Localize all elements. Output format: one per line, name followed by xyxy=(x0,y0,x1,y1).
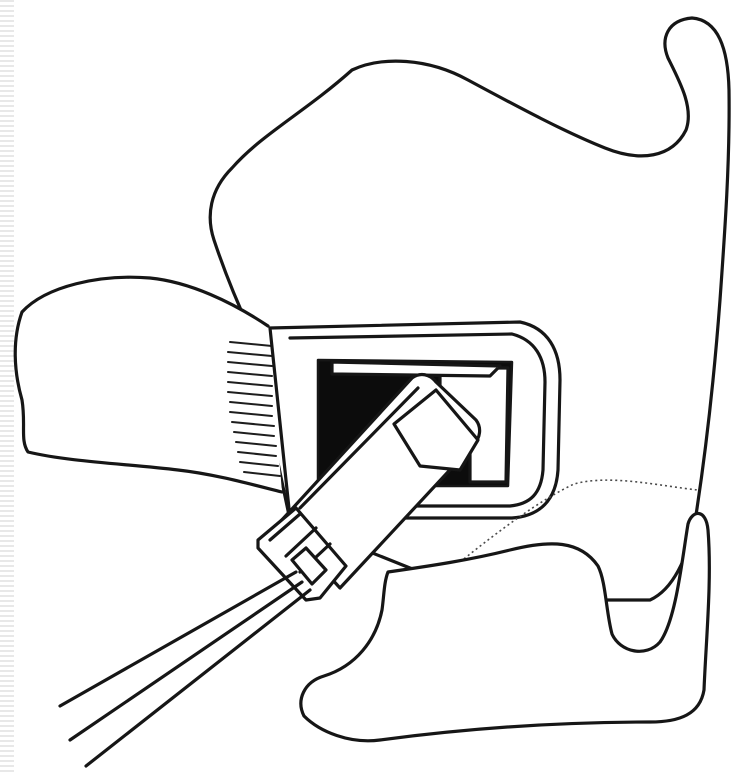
sensor-top-strip xyxy=(332,362,500,376)
cables xyxy=(60,572,310,766)
upper-lip xyxy=(15,277,282,492)
